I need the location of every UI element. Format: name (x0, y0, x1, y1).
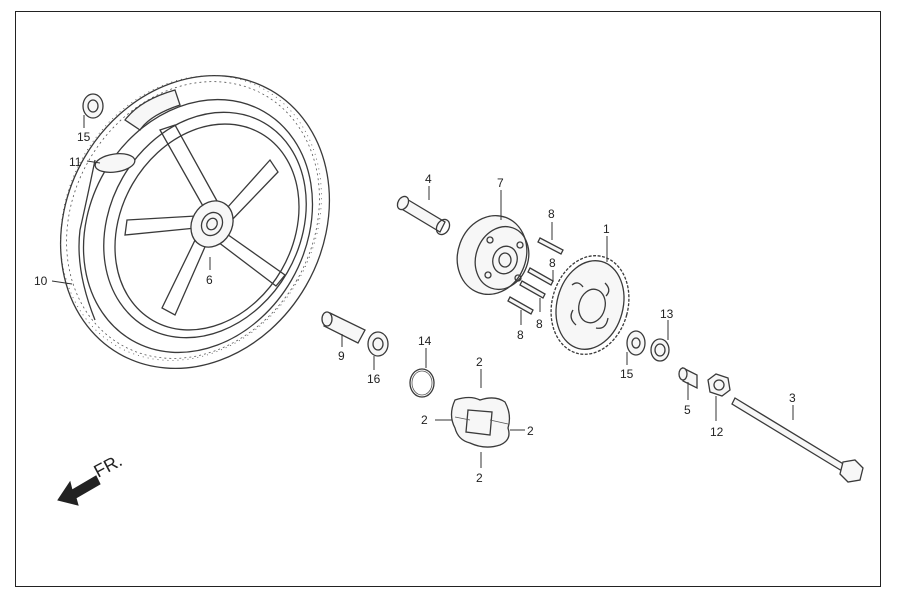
callout-1: 1 (603, 222, 610, 236)
callout-5: 5 (684, 403, 691, 417)
callout-2-right: 2 (527, 424, 534, 438)
callout-15-left: 15 (77, 130, 91, 144)
o-ring (409, 368, 435, 398)
callout-8-a: 8 (548, 207, 555, 221)
callout-6: 6 (206, 273, 213, 287)
oil-seal (650, 338, 670, 362)
callout-11: 11 (69, 155, 82, 169)
callout-2-left: 2 (421, 413, 428, 427)
bearing-left (82, 93, 104, 119)
callout-10: 10 (34, 274, 48, 288)
callout-4: 4 (425, 172, 432, 186)
callout-13: 13 (660, 307, 674, 321)
front-direction-arrow (57, 475, 101, 506)
studs (507, 237, 564, 315)
callout-12: 12 (710, 425, 724, 439)
damper-rubbers (450, 396, 511, 448)
sprocket (550, 255, 630, 355)
spacer (321, 311, 366, 344)
bearing-center (367, 331, 389, 357)
callout-7: 7 (497, 176, 504, 190)
axle-sleeve (396, 195, 451, 236)
callout-14: 14 (418, 334, 432, 348)
sprocket-hub-flange (456, 215, 530, 295)
callout-9: 9 (338, 349, 345, 363)
wheel-rim (103, 111, 307, 339)
callout-16: 16 (367, 372, 381, 386)
callout-2-top: 2 (476, 355, 483, 369)
collar (678, 366, 698, 390)
axle (731, 397, 864, 483)
leader-lines (51, 115, 794, 468)
callout-8-d: 8 (517, 328, 524, 342)
callout-2-bottom: 2 (476, 471, 483, 485)
callout-8-c: 8 (536, 317, 543, 331)
bearing-right (626, 330, 646, 356)
callout-8-b: 8 (549, 256, 556, 270)
callout-15-right: 15 (620, 367, 634, 381)
axle-nut (707, 373, 731, 397)
inner-tube (78, 89, 181, 321)
callout-3: 3 (789, 391, 796, 405)
